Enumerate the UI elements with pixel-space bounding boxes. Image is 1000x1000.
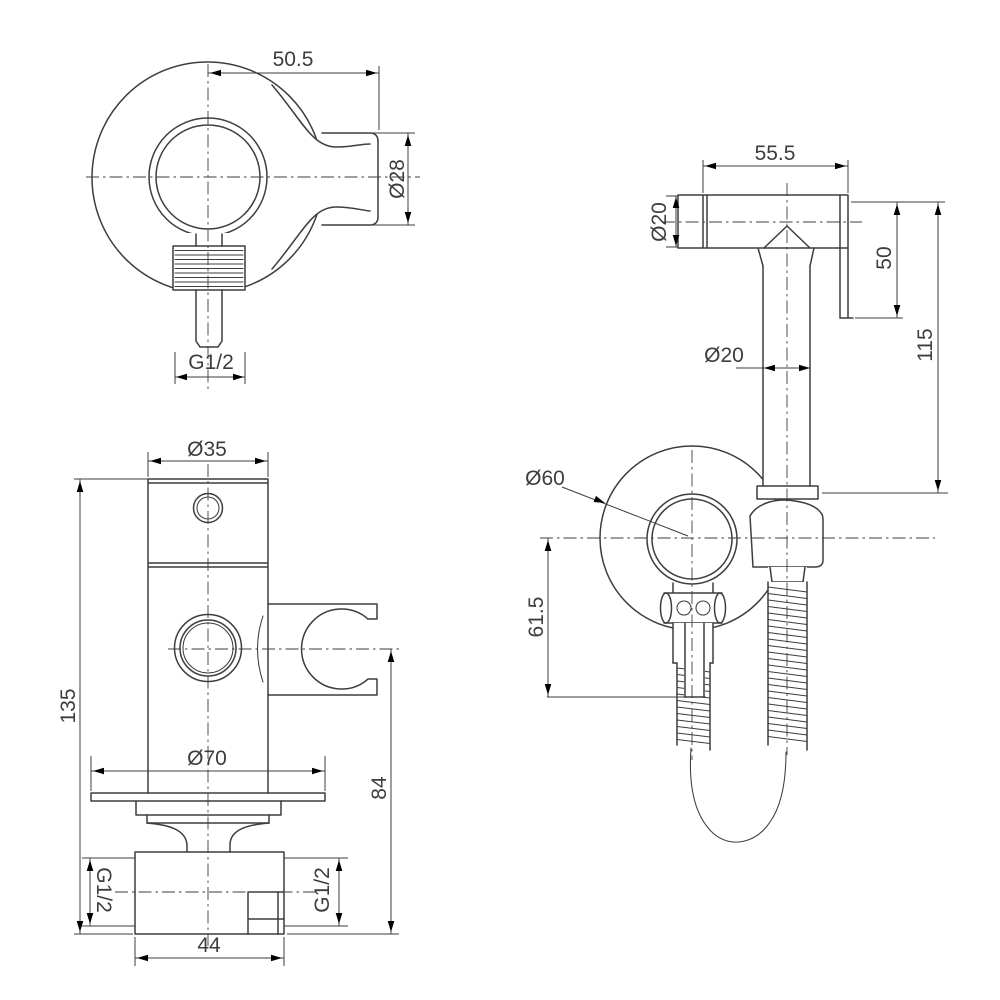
view-holder-front: 50.5 Ø28 G1/2 [86, 48, 420, 392]
dim-body-width-44: 44 [134, 934, 285, 966]
view-valve-front: Ø35 135 Ø70 84 G1/2 [57, 438, 399, 966]
dim-height-135: 135 [57, 478, 148, 935]
dim-label-plate-dia: Ø60 [525, 467, 565, 490]
dim-head-length-55-5: 55.5 [702, 142, 849, 193]
dim-hook-height-50: 50 [851, 201, 945, 319]
hose-nut-right [768, 566, 807, 583]
valve-outlet-boss [173, 613, 264, 683]
hose-left-threaded [672, 622, 714, 751]
dim-label-drop: 61.5 [525, 597, 548, 638]
dim-label-width: 50.5 [273, 48, 314, 71]
thread-ridges [174, 249, 244, 288]
dim-outlet-drop-61-5: 61.5 [525, 538, 684, 698]
dim-thread-g12: G1/2 [174, 351, 246, 384]
holder-centerlines [86, 64, 420, 392]
dim-cap-diameter-35: Ø35 [147, 438, 269, 477]
sprayer-centerlines [540, 183, 935, 760]
dim-label-hook-height: 50 [873, 246, 896, 269]
dim-label-thread: G1/2 [188, 351, 234, 374]
dim-label-head-dia: Ø20 [648, 202, 671, 242]
valve-centerlines [115, 464, 399, 946]
dim-label-height: 135 [57, 688, 80, 723]
dim-cup-diameter-28: Ø28 [373, 132, 415, 226]
dim-label-tube-dia: Ø20 [704, 344, 744, 367]
holder-hook-bracket [839, 247, 854, 319]
valve-holder-block [267, 603, 378, 696]
dim-label-cup-dia: Ø28 [386, 159, 409, 199]
view-sprayer-side: 55.5 Ø20 50 115 Ø20 Ø6 [525, 142, 948, 843]
dim-label-head-len: 55.5 [755, 142, 796, 165]
dim-label-body-width: 44 [197, 934, 221, 957]
sprayer-tube [762, 265, 811, 487]
dim-label-cap-dia: Ø35 [187, 438, 227, 461]
dim-head-diameter-20: Ø20 [648, 195, 680, 248]
dim-thread-left-g12: G1/2 [82, 857, 135, 927]
dim-label-thread-left: G1/2 [92, 867, 115, 913]
dim-overall-height-115: 115 [822, 202, 948, 494]
hose-loop [689, 747, 787, 843]
dim-label-overall-height: 115 [914, 328, 937, 361]
sprayer-head [677, 194, 854, 319]
dim-label-flange-dia: Ø70 [187, 747, 227, 770]
valve-lower-body [134, 851, 285, 935]
dim-label-cup-height: 84 [368, 776, 391, 800]
holder-cup-side-profile [749, 499, 824, 568]
inner-outlet-pipe [683, 622, 706, 698]
dim-plate-diameter-60: Ø60 [525, 467, 689, 537]
dim-cup-height-84: 84 [287, 649, 399, 935]
dim-thread-right-g12: G1/2 [284, 857, 348, 927]
dim-label-thread-right: G1/2 [311, 867, 334, 913]
holder-thread-stub [172, 233, 246, 351]
dim-tube-diameter-20: Ø20 [704, 344, 810, 372]
sprayer-coupling-nut [756, 485, 819, 500]
dim-width-50-5: 50.5 [208, 48, 380, 130]
hose-right-threaded [767, 581, 808, 751]
